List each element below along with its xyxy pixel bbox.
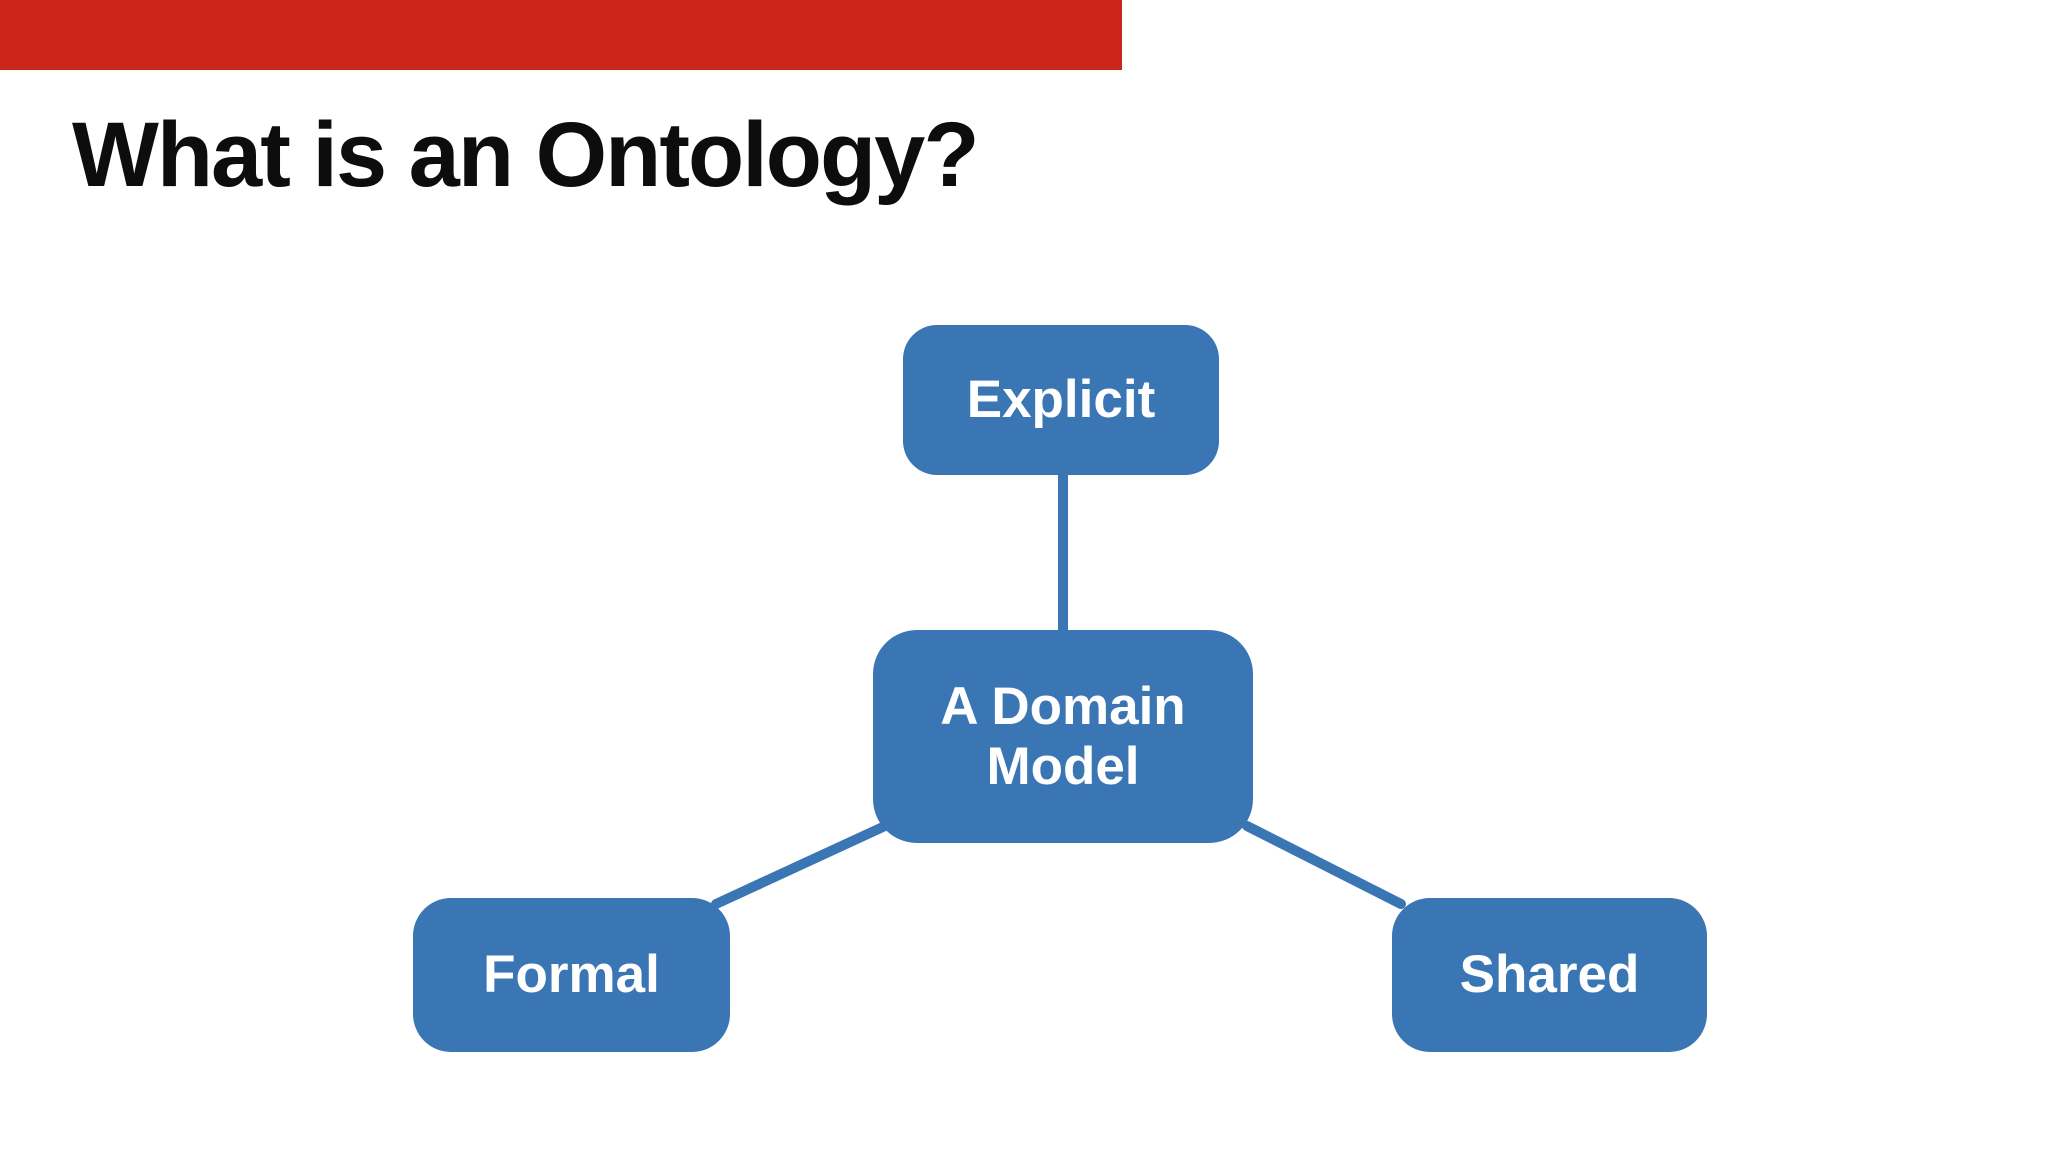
diagram-node-label: A Domain Model [940,677,1186,796]
diagram-node-formal: Formal [413,898,730,1052]
diagram-node-label: Formal [483,945,660,1005]
diagram-node-domain-model: A Domain Model [873,630,1253,843]
diagram-node-label: Explicit [966,370,1156,430]
connector-center-to-shared [1242,821,1406,909]
diagram-node-label: Shared [1459,945,1640,1005]
top-red-bar [0,0,1122,70]
diagram-node-shared: Shared [1392,898,1707,1052]
diagram-node-explicit: Explicit [903,325,1219,475]
slide-title: What is an Ontology? [72,104,980,206]
connector-center-to-formal [711,821,890,909]
